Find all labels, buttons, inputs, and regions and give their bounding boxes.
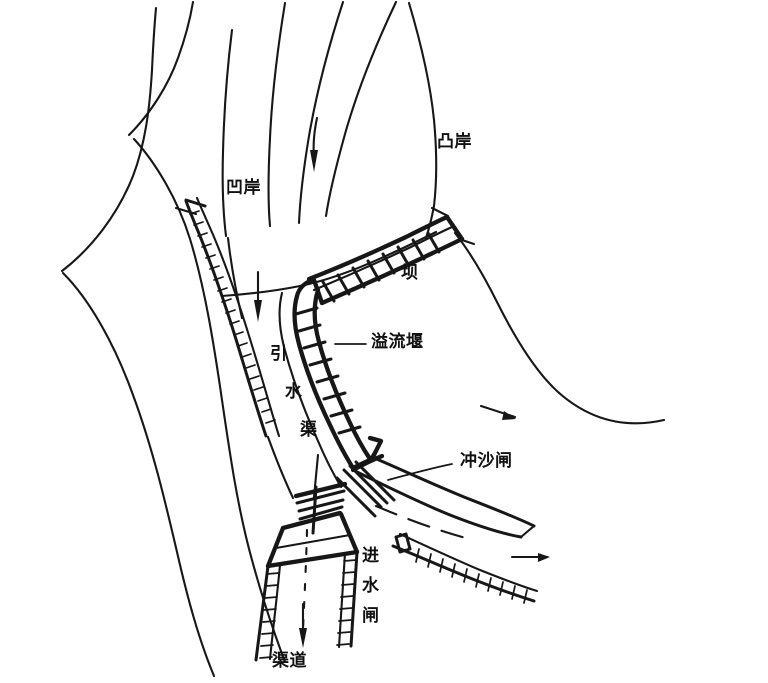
downstream-bank-hatch bbox=[415, 548, 528, 604]
label-canal: 渠道 bbox=[272, 651, 307, 671]
river-bank-right bbox=[407, 1, 666, 425]
label-intake-sluice-char3: 闸 bbox=[362, 606, 380, 626]
flow-arrow-canal-outflow bbox=[299, 602, 307, 648]
label-concave-bank: 凹岸 bbox=[226, 178, 261, 198]
channel-centreline-dashed bbox=[374, 504, 468, 540]
dam-body bbox=[306, 206, 476, 306]
downstream-channel bbox=[355, 455, 539, 604]
upstream-water-line bbox=[220, 230, 438, 298]
intake-sluice-gate bbox=[265, 453, 360, 569]
label-diversion-canal-char2: 水 bbox=[285, 382, 303, 402]
label-diversion-canal-char1: 引 bbox=[270, 344, 288, 364]
label-diversion-canal-char3: 渠 bbox=[300, 420, 318, 440]
diversion-canal-walls bbox=[266, 291, 343, 500]
flow-arrow-downstream-upper bbox=[310, 116, 319, 172]
label-intake-sluice-char1: 进 bbox=[362, 546, 380, 566]
label-overflow-weir: 溢流堰 bbox=[371, 332, 424, 352]
label-intake-sluice-char2: 水 bbox=[362, 576, 380, 596]
weir-hatch-rungs bbox=[294, 306, 362, 435]
label-sediment-sluice: 冲沙闸 bbox=[460, 451, 513, 471]
canal-right-bank-hatch bbox=[336, 559, 357, 646]
river-streamlines-left bbox=[60, 0, 398, 678]
flow-arrow-downstream-right bbox=[479, 404, 517, 420]
label-convex-bank: 凸岸 bbox=[437, 132, 472, 152]
label-dam: 坝 bbox=[401, 263, 419, 283]
flow-arrow-downstream-outlet bbox=[510, 553, 550, 562]
overflow-weir-body bbox=[292, 277, 384, 471]
flow-arrow-diversion-inlet bbox=[254, 270, 262, 322]
intake-gate-bars bbox=[295, 489, 346, 521]
canal-channel bbox=[254, 528, 359, 662]
levee-embankment bbox=[174, 196, 281, 438]
canal-left-bank-hatch bbox=[259, 572, 280, 659]
